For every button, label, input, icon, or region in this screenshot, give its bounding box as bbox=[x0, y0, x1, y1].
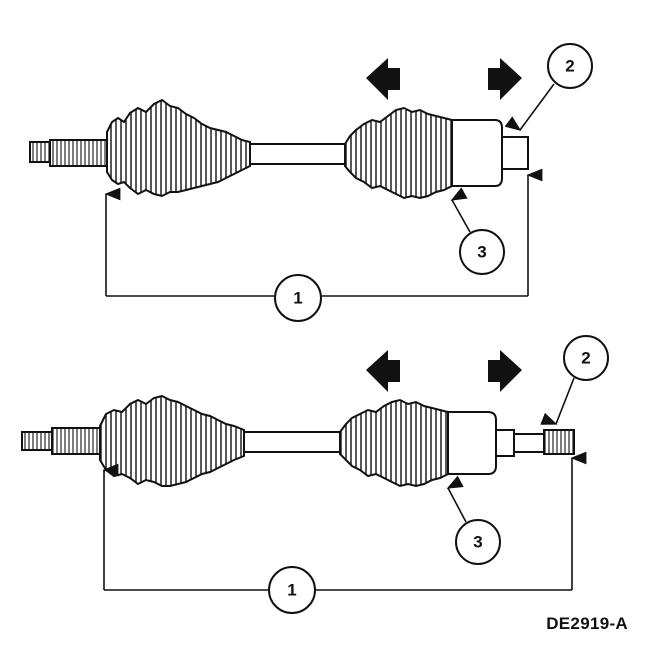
right-arrow-icon bbox=[488, 58, 522, 100]
bottom-left-boot bbox=[99, 394, 245, 487]
bottom-shaft bbox=[243, 431, 341, 453]
top-shaft bbox=[249, 143, 346, 165]
top-left-spline-stub bbox=[29, 139, 108, 167]
bottom-callout-3-label: 3 bbox=[473, 533, 482, 552]
bottom-left-spline-stub bbox=[21, 427, 103, 455]
left-arrow-icon bbox=[366, 58, 400, 100]
top-left-boot bbox=[106, 98, 251, 198]
bottom-stub-neck bbox=[513, 433, 545, 453]
bottom-stub-collar bbox=[495, 429, 515, 457]
bottom-callout-2-label: 2 bbox=[581, 349, 590, 368]
top-halfshaft bbox=[29, 98, 529, 200]
bottom-halfshaft bbox=[21, 394, 575, 488]
bottom-callout-1-label: 1 bbox=[287, 581, 296, 600]
top-callout-3-label: 3 bbox=[477, 243, 486, 262]
top-length-dimension bbox=[104, 168, 543, 297]
top-callout-1-label: 1 bbox=[293, 289, 302, 308]
top-callout-1: 1 bbox=[274, 274, 322, 322]
bottom-cv-housing bbox=[447, 411, 497, 475]
top-callout-2: 2 bbox=[504, 43, 593, 131]
bottom-right-boot bbox=[339, 398, 449, 488]
top-callout-3: 3 bbox=[450, 187, 505, 275]
right-arrow-icon bbox=[488, 350, 522, 392]
bottom-length-dimension bbox=[102, 451, 587, 591]
bottom-callout-3: 3 bbox=[446, 475, 501, 565]
top-right-boot bbox=[344, 106, 453, 200]
top-right-stub bbox=[501, 136, 529, 170]
bottom-callout-2: 2 bbox=[540, 335, 609, 425]
bottom-callout-1: 1 bbox=[268, 566, 316, 614]
top-callout-2-label: 2 bbox=[565, 57, 574, 76]
figure-code: DE2919-A bbox=[546, 614, 628, 633]
bottom-right-spline-stub bbox=[543, 429, 575, 455]
left-arrow-icon bbox=[366, 350, 400, 392]
top-cv-housing bbox=[451, 119, 503, 187]
